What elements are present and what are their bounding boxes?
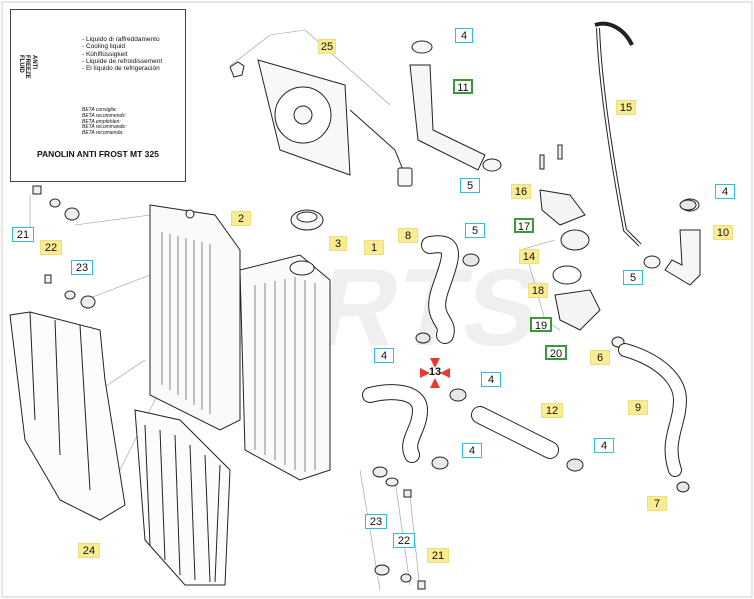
callout-label[interactable]: 23 (71, 260, 93, 275)
callout-label[interactable]: 12 (541, 403, 563, 418)
callout-label[interactable]: 2 (231, 211, 251, 226)
callout-label[interactable]: 8 (398, 228, 418, 243)
coolant-language-list: - Liquido di raffreddamento - Cooling li… (82, 36, 162, 72)
callout-label[interactable]: 4 (481, 372, 501, 387)
callout-label[interactable]: 4 (455, 28, 473, 43)
callout-label[interactable]: 13 (428, 366, 442, 378)
callout-label[interactable]: 4 (462, 443, 482, 458)
callout-label[interactable]: 9 (628, 400, 648, 415)
recommendation-line: BETA consiglia: (82, 107, 117, 113)
callout-label[interactable]: 7 (647, 496, 667, 511)
recommendation-line: BETA empfehlen: (82, 118, 121, 125)
hose-15 (594, 21, 642, 247)
callout-label[interactable]: 4 (715, 184, 735, 199)
coolant-language-line: - Liquido di raffreddamento (82, 36, 160, 43)
callout-label[interactable]: 1 (364, 240, 384, 255)
fan (229, 59, 413, 187)
recommendation-line: BETA recomienda: (82, 130, 124, 137)
hose-10 (643, 198, 701, 286)
callout-label[interactable]: 19 (530, 317, 552, 332)
radiator-left (149, 204, 241, 431)
radiator-grille (134, 409, 231, 586)
callout-label[interactable]: 4 (374, 348, 394, 363)
callout-label[interactable]: 22 (40, 240, 62, 255)
callout-label[interactable]: 5 (623, 270, 643, 285)
callout-label[interactable]: 18 (528, 283, 548, 298)
callout-label[interactable]: 25 (318, 39, 336, 54)
radiator-right (239, 254, 331, 481)
callout-label[interactable]: 17 (514, 218, 534, 233)
callout-label[interactable]: 10 (713, 225, 733, 240)
coolant-language-line: - Liquide de refroidissement (82, 57, 163, 65)
recommendation-list: BETA consiglia: BETA recommends: BETA em… (82, 107, 127, 137)
callout-label[interactable]: 21 (427, 548, 449, 563)
callout-label[interactable]: 16 (511, 184, 531, 199)
callout-label[interactable]: 5 (460, 178, 480, 193)
callout-label[interactable]: 4 (594, 438, 614, 453)
thermostat-housing (539, 189, 625, 348)
hose-clamps (415, 199, 697, 493)
can-label-line: FLUID (18, 55, 24, 73)
callout-label[interactable]: 15 (616, 100, 636, 115)
callout-label[interactable]: 6 (590, 350, 610, 365)
fasteners (32, 144, 563, 590)
callout-label[interactable]: 21 (12, 227, 34, 242)
radiator-shroud (9, 311, 126, 521)
can-label-line: FREEZE (24, 55, 31, 79)
callout-label[interactable]: 23 (365, 514, 387, 529)
center-marker-icon (420, 358, 450, 388)
callout-label[interactable]: 22 (393, 533, 415, 548)
hose-11 (409, 40, 502, 172)
callout-label[interactable]: 3 (329, 236, 347, 251)
callout-label[interactable]: 5 (465, 223, 485, 238)
can-label: ANTI FREEZE FLUID (18, 55, 37, 115)
callout-label[interactable]: 20 (545, 345, 567, 360)
radiator-cap (290, 209, 324, 231)
coolant-info-box: - Liquido di raffreddamento - Cooling li… (10, 9, 186, 182)
recommendation-line: BETA recommande: (82, 124, 127, 131)
callout-label[interactable]: 24 (78, 543, 100, 558)
product-name: PANOLIN ANTI FROST MT 325 (37, 149, 159, 159)
can-label-line: ANTI (31, 55, 37, 69)
callout-label[interactable]: 14 (519, 249, 539, 264)
coolant-language-line: - El líquido de refrigeración (82, 65, 160, 73)
callout-label[interactable]: 11 (453, 79, 473, 94)
coolant-language-line: - Cooling liquid (82, 43, 125, 51)
recommendation-line: BETA recommends: (82, 112, 127, 119)
coolant-language-line: - Kühlflüssigkeit (82, 50, 128, 58)
